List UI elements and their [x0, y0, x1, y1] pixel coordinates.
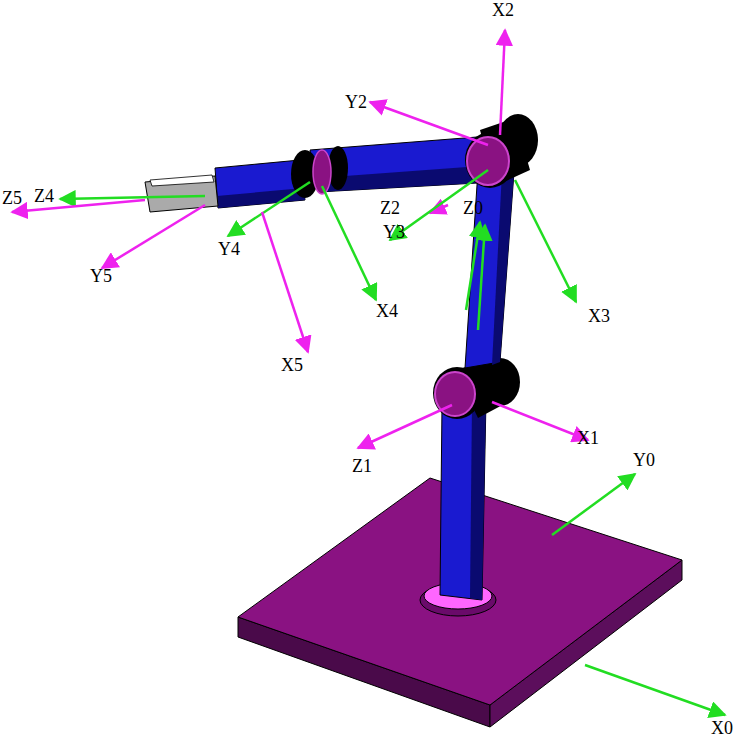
axis-label: Z0: [463, 198, 483, 218]
axis-label: Z2: [380, 198, 400, 218]
axis-label: X3: [588, 306, 610, 326]
axis-label: Z1: [352, 456, 372, 476]
axis-label: X1: [577, 428, 599, 448]
axis-label: X2: [492, 0, 514, 20]
axis-label: X4: [376, 301, 398, 321]
axis-label: X5: [281, 355, 303, 375]
axis-label: X0: [711, 718, 733, 738]
axis-label: Y5: [90, 266, 112, 286]
axis-label: Y3: [383, 222, 405, 242]
axis-label: Y4: [218, 239, 240, 259]
axis-label: Y0: [633, 450, 655, 470]
axis-label: Z5: [2, 188, 22, 208]
axis-label: Y2: [345, 92, 367, 112]
axis-label: Z4: [34, 186, 54, 206]
